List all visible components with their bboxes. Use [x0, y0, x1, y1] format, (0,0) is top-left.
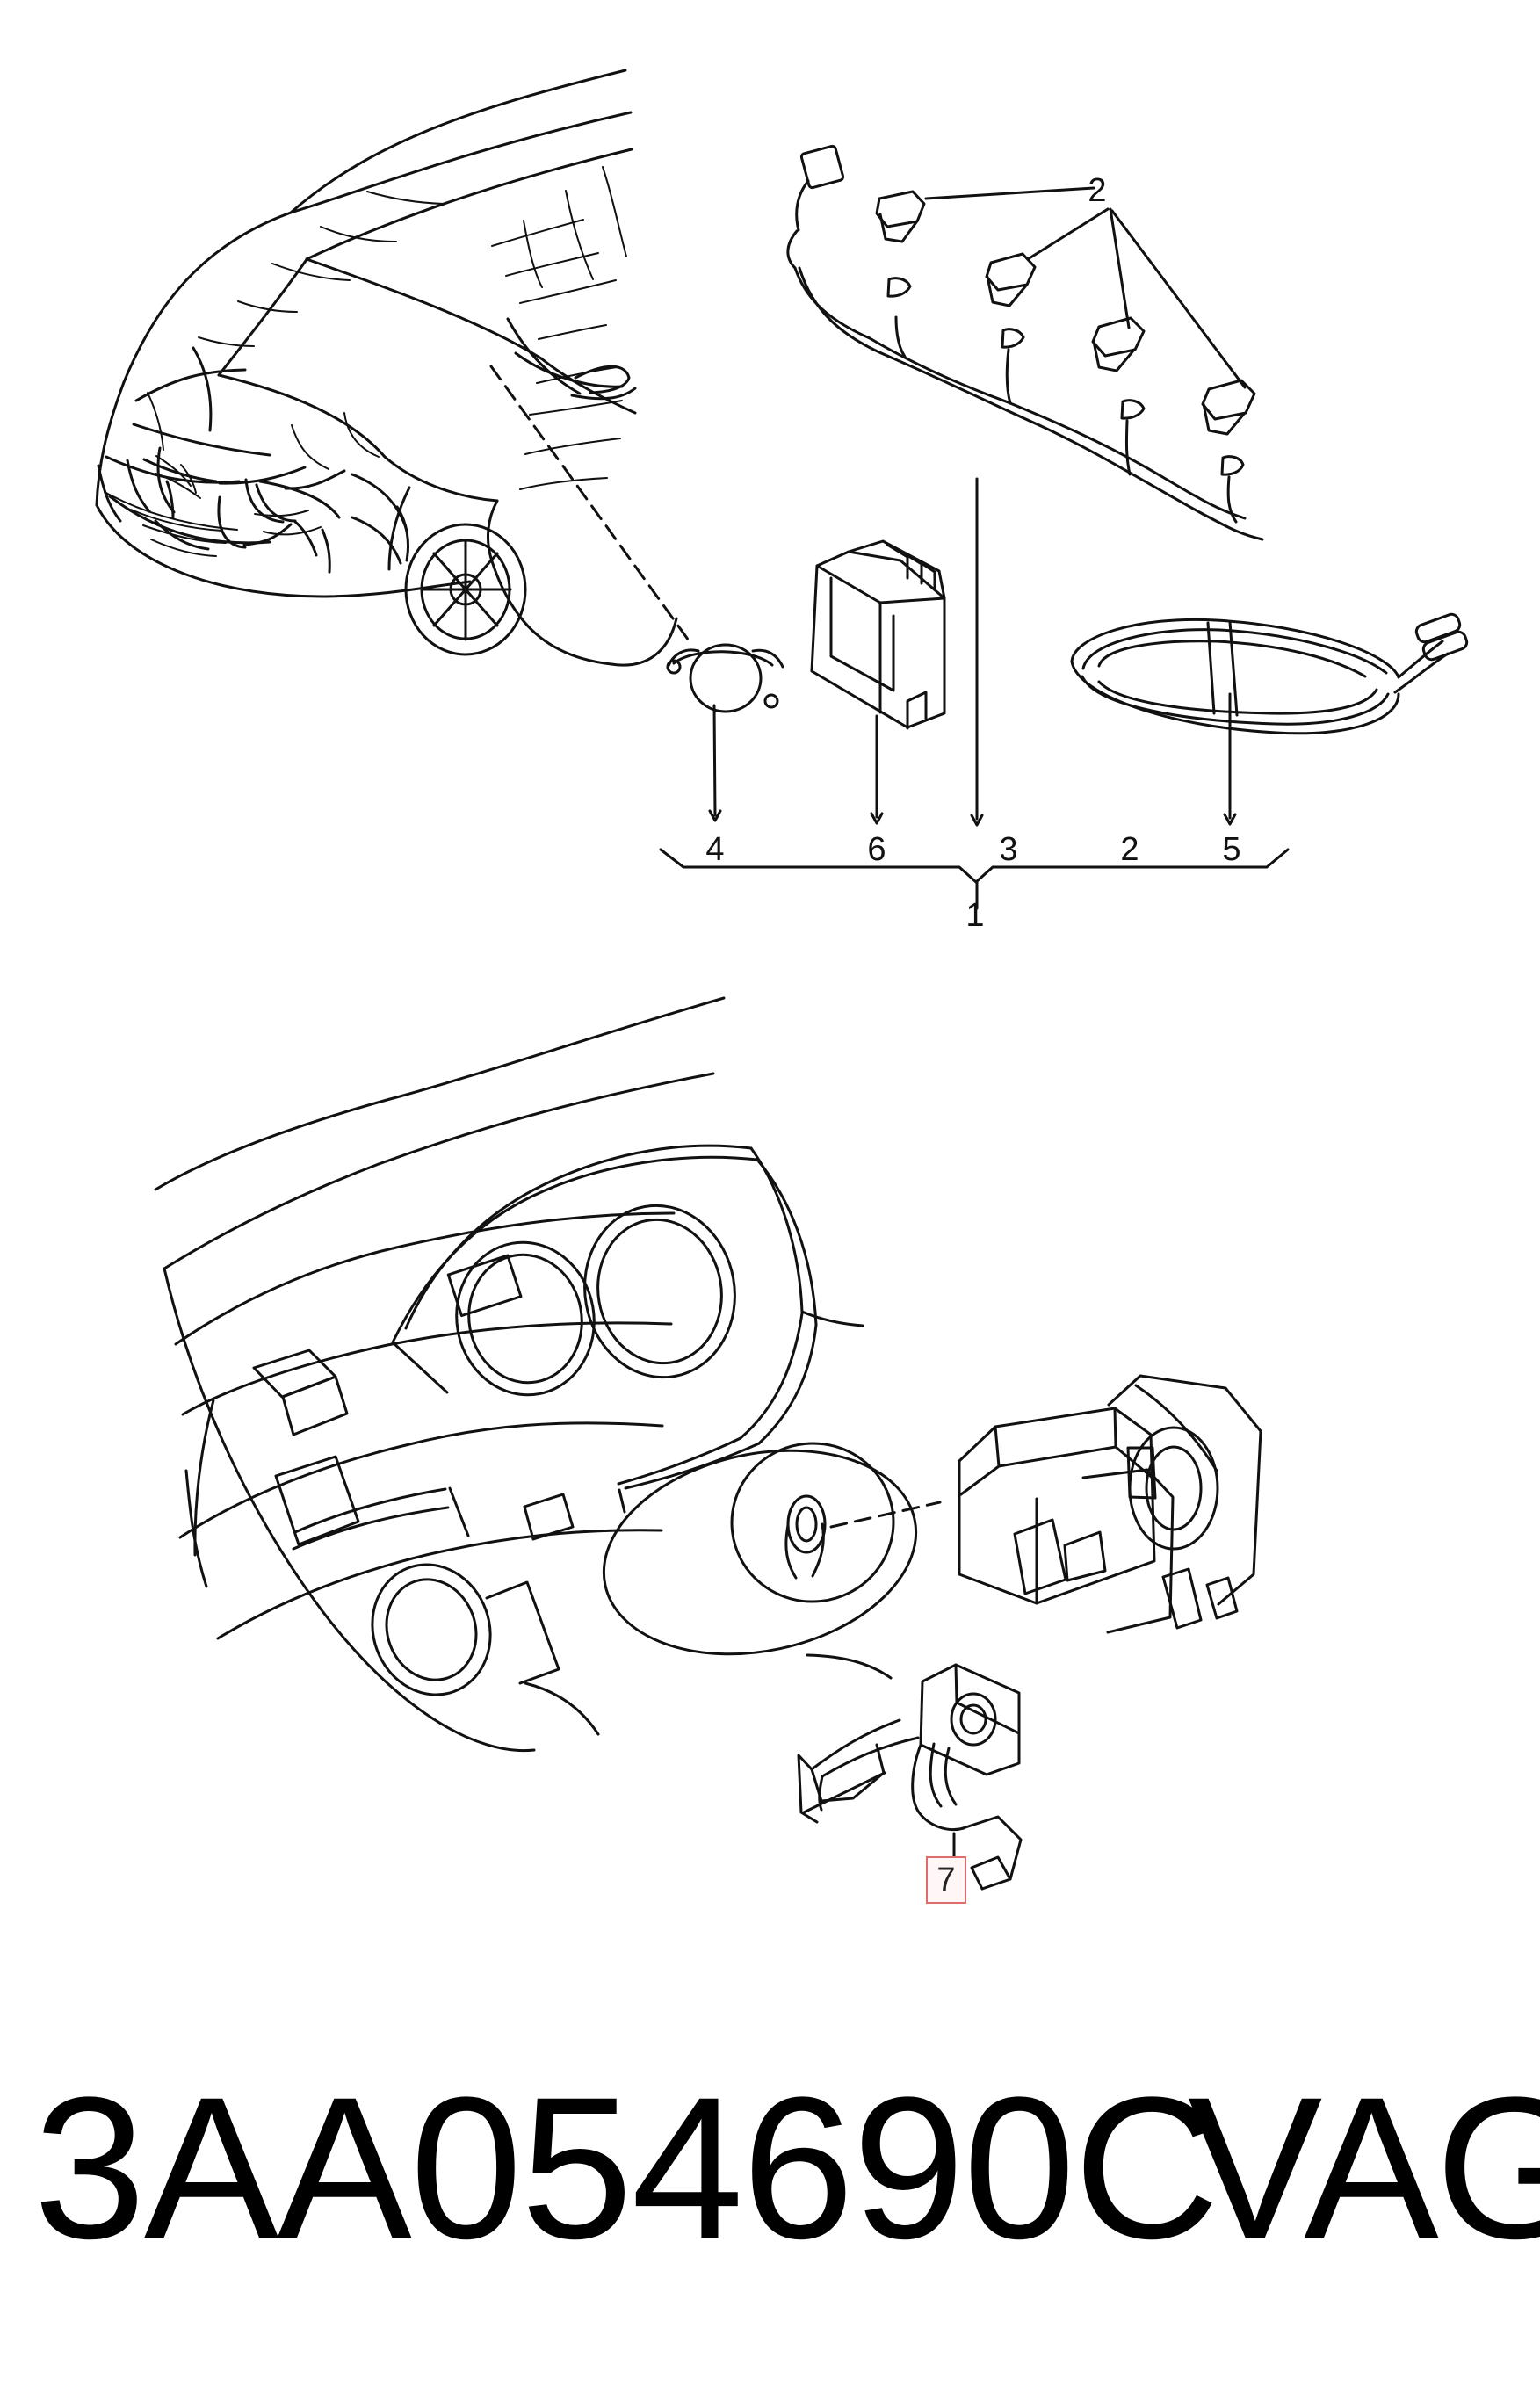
car-front-icon	[95, 69, 678, 667]
brand-name: VAG	[1188, 2055, 1540, 2281]
wiring-harness-icon	[786, 144, 1264, 541]
label-7: 7	[936, 1861, 956, 1898]
dashboard-icon	[154, 996, 864, 1753]
car-front-details	[104, 166, 627, 557]
part-number: 3AA054690C	[33, 2055, 1219, 2281]
label-4: 4	[705, 831, 724, 868]
steering-column-switch-icon	[602, 1374, 1262, 1656]
cable-loop-icon	[1070, 612, 1469, 826]
label-1: 1	[965, 897, 984, 934]
label-2-top: 2	[1088, 172, 1106, 209]
label-6: 6	[867, 831, 886, 868]
label-2-bottom: 2	[1120, 831, 1139, 868]
callout-labels: 2 4 6 3 2 5 1	[705, 172, 1240, 934]
stalk-switch-icon	[797, 1653, 1023, 1891]
control-module-icon	[810, 539, 946, 825]
wiring-connector-icons	[875, 186, 1256, 436]
parking-sensor-icon	[489, 365, 784, 822]
label-5: 5	[1222, 831, 1240, 868]
upper-bracket-line	[659, 477, 1290, 910]
label-7-box: 7	[926, 1856, 966, 1904]
label-3: 3	[999, 831, 1017, 868]
